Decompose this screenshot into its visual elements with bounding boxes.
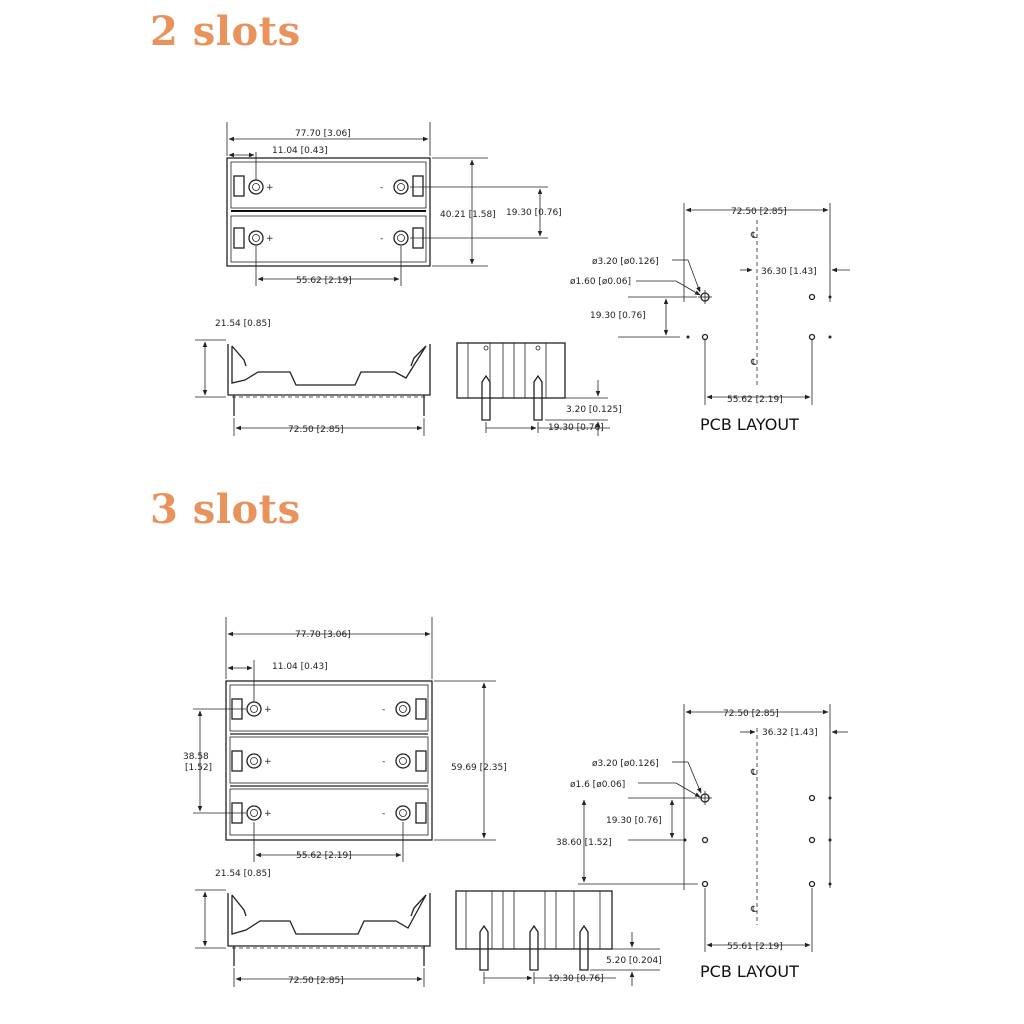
pcb-hole <box>808 794 816 802</box>
centerline-symbol: ℄ <box>750 231 757 241</box>
terminal-hole <box>246 805 262 821</box>
terminal-hole <box>248 230 264 246</box>
pcb-layout-title: PCB LAYOUT <box>700 962 799 981</box>
dim-side-height: 21.54 [0.85] <box>215 869 271 879</box>
dim-overall-width: 77.70 [3.06] <box>295 129 351 139</box>
pcb-hole <box>808 293 816 301</box>
end-pin <box>481 374 491 421</box>
pcb-hole <box>808 333 816 341</box>
dim-pin-hole: ø1.60 [ø0.06] <box>570 277 631 287</box>
dim-pcb-half-height: 36.32 [1.43] <box>762 728 818 738</box>
pcb-hole <box>808 880 816 888</box>
contact-tab <box>233 175 245 197</box>
three-slot-top-view: + + + - - - 77.70 [3.06] 11.04 [0.43] 38… <box>183 617 507 862</box>
dim-row-pitch: 19.30 [0.76] <box>590 311 646 321</box>
dim-pcb-length: 72.50 [2.85] <box>723 709 779 719</box>
minus-symbol: - <box>380 183 383 193</box>
minus-symbol: - <box>382 809 385 819</box>
dim-side-length: 72.50 [2.85] <box>288 976 344 986</box>
terminal-hole <box>393 230 409 246</box>
holder-outline <box>225 680 433 841</box>
pcb-hole <box>701 880 709 888</box>
dim-pin-hole: ø1.6 [ø0.06] <box>570 780 625 790</box>
contact-tab <box>233 227 245 249</box>
dim-contact-span: 55.62 [2.19] <box>296 851 352 861</box>
terminal-hole <box>248 179 264 195</box>
two-slot-end-view: 3.20 [0.125] 19.30 [0.76] <box>456 342 622 436</box>
holder-outline <box>226 157 431 267</box>
plus-symbol: + <box>264 809 272 819</box>
end-outline <box>455 890 613 950</box>
dim-pitch: 19.30 [0.76] <box>506 208 562 218</box>
dim-mount-hole: ø3.20 [ø0.126] <box>592 257 659 267</box>
three-slot-pcb-layout: 72.50 [2.85] ℄ ℄ 36.32 [1.43] ø3.20 [ø0.… <box>556 704 848 981</box>
heading-2-slots: 2 slots <box>150 8 301 55</box>
dim-overall-height: 59.69 [2.35] <box>451 763 507 773</box>
end-pin <box>479 924 489 971</box>
dim-side-height: 21.54 [0.85] <box>215 319 271 329</box>
dim-overall-width: 77.70 [3.06] <box>295 630 351 640</box>
dim-pcb-pin-span: 55.62 [2.19] <box>727 395 783 405</box>
terminal-hole <box>246 701 262 717</box>
minus-symbol: - <box>380 234 383 244</box>
dim-terminal-offset: 11.04 [0.43] <box>272 146 328 156</box>
minus-symbol: - <box>382 705 385 715</box>
dim-pcb-half-height: 36.30 [1.43] <box>761 267 817 277</box>
contact-tab <box>231 750 243 772</box>
dim-pin-pitch: 19.30 [0.76] <box>548 974 604 984</box>
plus-symbol: + <box>264 705 272 715</box>
dim-pin-length: 5.20 [0.204] <box>606 956 662 966</box>
terminal-hole <box>393 179 409 195</box>
three-slot-end-view: 5.20 [0.204] 19.30 [0.76] <box>455 890 662 986</box>
dim-pcb-pin-span: 55.61 [2.19] <box>727 942 783 952</box>
terminal-hole <box>395 805 411 821</box>
end-pin <box>579 924 589 971</box>
pcb-hole <box>701 836 709 844</box>
dim-row-pitch: 19.30 [0.76] <box>606 816 662 826</box>
plus-symbol: + <box>264 757 272 767</box>
dim-mount-hole: ø3.20 [ø0.126] <box>592 759 659 769</box>
contact-tab <box>415 802 427 824</box>
centerline-symbol: ℄ <box>750 358 757 368</box>
terminal-hole <box>395 753 411 769</box>
centerline-symbol: ℄ <box>750 768 757 778</box>
minus-symbol: - <box>382 757 385 767</box>
end-pin <box>533 374 543 421</box>
end-outline <box>456 342 566 399</box>
dim-left-span-inches: [1.52] <box>185 763 212 773</box>
heading-3-slots: 3 slots <box>150 486 301 533</box>
dim-pin-length: 3.20 [0.125] <box>566 405 622 415</box>
two-slot-pcb-layout: 72.50 [2.85] ℄ ℄ 36.30 [1.43] ø3.20 [ø0.… <box>570 203 850 434</box>
dim-pcb-length: 72.50 [2.85] <box>731 207 787 217</box>
plus-symbol: + <box>266 183 274 193</box>
terminal-hole <box>395 701 411 717</box>
dim-terminal-offset: 11.04 [0.43] <box>272 662 328 672</box>
plus-symbol: + <box>266 234 274 244</box>
contact-tab <box>415 698 427 720</box>
terminal-hole <box>246 753 262 769</box>
dim-left-span: 38.58 <box>183 752 209 762</box>
dim-overall-height: 40.21 [1.58] <box>440 210 496 220</box>
two-slot-side-view: 21.54 [0.85] 72.50 [2.85] <box>195 319 431 436</box>
contact-tab <box>412 175 424 197</box>
centerline-symbol: ℄ <box>750 905 757 915</box>
dim-contact-span: 55.62 [2.19] <box>296 276 352 286</box>
pcb-hole <box>701 333 709 341</box>
two-slot-top-view: + + - - 77.70 [3.06] 11.04 [0.43] 40.21 … <box>226 122 562 286</box>
dim-pin-pitch: 19.30 [0.76] <box>548 423 604 433</box>
dim-side-length: 72.50 [2.85] <box>288 425 344 435</box>
pcb-hole <box>808 836 816 844</box>
pcb-layout-title: PCB LAYOUT <box>700 415 799 434</box>
three-slot-side-view: 21.54 [0.85] 72.50 [2.85] <box>195 869 431 987</box>
contact-tab <box>415 750 427 772</box>
end-pin <box>529 924 539 971</box>
